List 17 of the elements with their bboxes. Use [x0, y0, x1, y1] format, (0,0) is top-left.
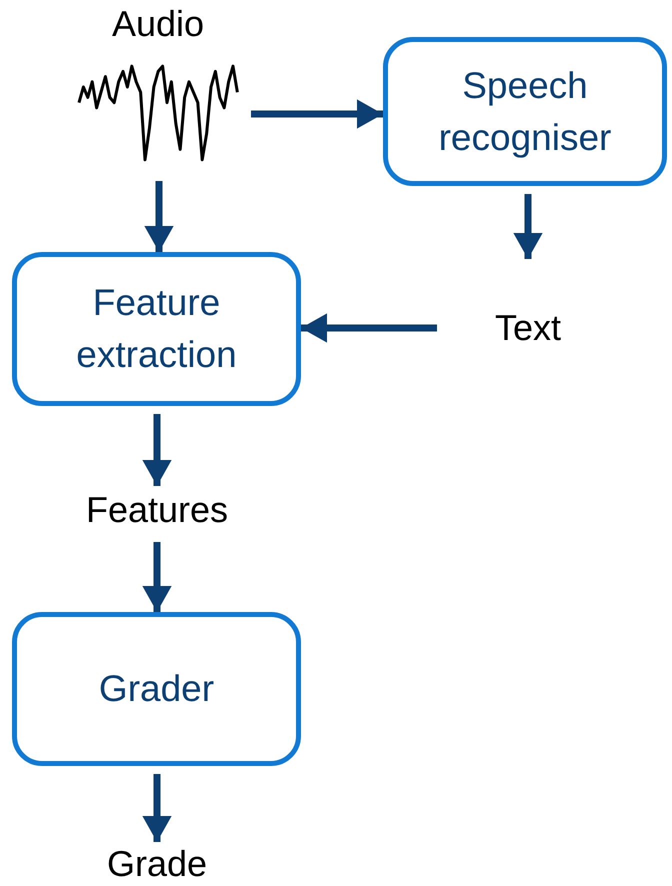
arrow — [142, 414, 172, 486]
node-label: Feature extraction — [75, 281, 238, 377]
node-label: Speech recogniser — [438, 64, 612, 160]
output-label: Features — [86, 488, 228, 532]
output-label: Text — [494, 306, 562, 350]
arrow — [251, 99, 383, 129]
node-label: Grader — [98, 667, 214, 712]
arrow — [142, 542, 172, 612]
arrow — [301, 313, 437, 343]
process-box — [12, 252, 301, 406]
process-box — [12, 612, 301, 766]
process-box — [383, 37, 667, 186]
arrow — [144, 181, 174, 252]
arrow — [142, 774, 172, 842]
arrow — [513, 194, 543, 259]
audio-label: Audio — [112, 2, 204, 46]
output-label: Grade — [106, 842, 208, 886]
